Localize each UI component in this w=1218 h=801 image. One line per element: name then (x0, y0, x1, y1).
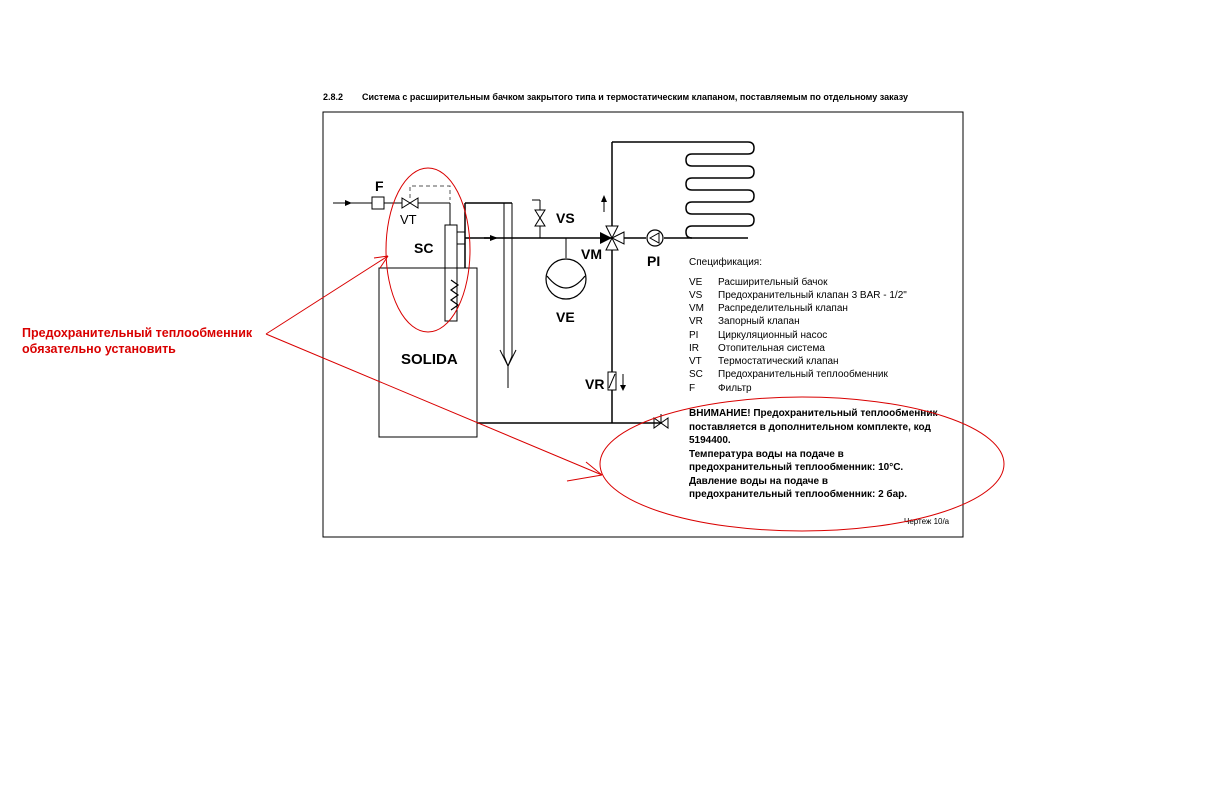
label-pi: PI (647, 253, 660, 269)
spec-desc: Запорный клапан (718, 316, 800, 327)
label-ve: VE (556, 309, 575, 325)
section-number: 2.8.2 (323, 92, 343, 102)
spec-desc: Фильтр (718, 383, 752, 394)
warning-line: ВНИМАНИЕ! Предохранительный теплообменни… (689, 407, 938, 419)
spec-desc: Циркуляционный насос (718, 330, 827, 341)
label-vs: VS (556, 210, 575, 226)
highlight-ellipse-warning (599, 396, 1005, 532)
boiler-label: SOLIDA (401, 351, 458, 368)
spec-desc: Распределительный клапан (718, 303, 848, 314)
spec-code: F (689, 383, 695, 394)
spec-code: VE (689, 277, 703, 288)
spec-title: Спецификация: (689, 256, 762, 268)
sensor-capillary (409, 185, 451, 200)
spec-code: VT (689, 356, 702, 367)
thermostatic-valve-icon (401, 197, 419, 209)
annotation-text-line2: обязательно установить (22, 342, 176, 356)
pump-icon (646, 229, 664, 247)
spec-code: PI (689, 330, 698, 341)
spec-code: SC (689, 369, 703, 380)
shutoff-valve-icon (607, 371, 626, 391)
warning-line: предохранительный теплообменник: 10°C. (689, 461, 903, 473)
filter-icon (371, 196, 385, 210)
mixing-valve-icon (600, 142, 625, 423)
diagram-frame (322, 111, 964, 538)
warning-line: поставляется в дополнительном комплекте,… (689, 422, 932, 433)
expansion-tank-icon (545, 238, 587, 300)
warning-line: предохранительный теплообменник: 2 бар. (689, 488, 907, 500)
label-vm: VM (581, 246, 602, 262)
spec-desc: Предохранительный теплообменник (718, 368, 889, 380)
safety-valve-icon (532, 199, 546, 238)
drawing-reference: Чертеж 10/а (904, 517, 950, 526)
warning-line: Температура воды на подаче в (689, 449, 844, 460)
spec-desc: Отопительная система (718, 343, 825, 354)
boiler-solida (378, 267, 478, 438)
label-vt: VT (400, 212, 417, 227)
spec-desc: Термостатический клапан (718, 356, 839, 367)
supply-pipes (464, 202, 662, 424)
spec-desc: Предохранительный клапан 3 BAR - 1/2" (718, 290, 907, 301)
section-title: Система с расширительным бачком закрытог… (362, 92, 908, 102)
annotation-text-line1: Предохранительный теплообменник (22, 326, 253, 340)
spec-code: VS (689, 290, 703, 301)
label-sc: SC (414, 240, 433, 256)
spec-code: VM (689, 303, 704, 314)
label-f: F (375, 178, 384, 194)
heating-system-ir (612, 141, 755, 239)
spec-code: VR (689, 316, 703, 327)
warning-line: Давление воды на подаче в (689, 476, 828, 487)
spec-code: IR (689, 343, 699, 354)
inlet-line (333, 200, 451, 225)
spec-desc: Расширительный бачок (718, 276, 828, 288)
warning-line: 5194400. (689, 435, 731, 446)
annotation-leader-lines (265, 255, 603, 482)
highlight-ellipse-sc (385, 167, 471, 333)
safety-heat-exchanger (444, 224, 466, 322)
flow-arrow-up-icon (601, 195, 607, 212)
label-vr: VR (585, 376, 604, 392)
spec-list: VE Расширительный бачок VS Предохранител… (689, 276, 907, 394)
warning-note: ВНИМАНИЕ! Предохранительный теплообменни… (689, 407, 938, 500)
